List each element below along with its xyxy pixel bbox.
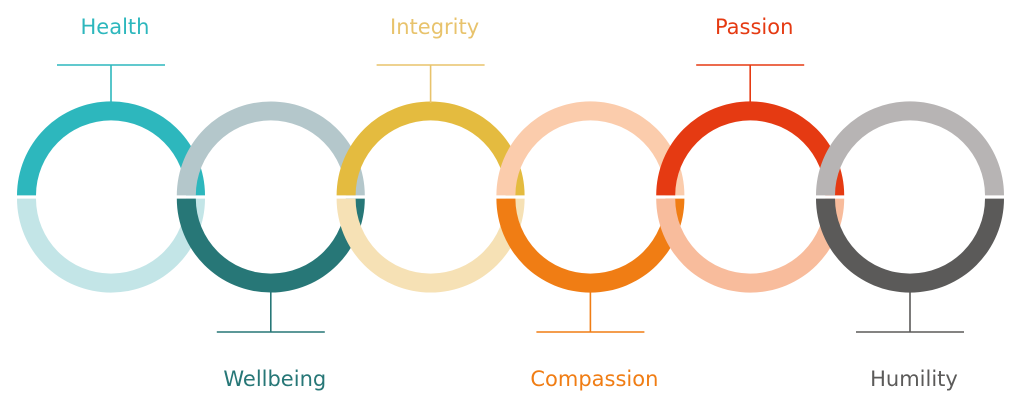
ring-humility-lower-half	[816, 198, 1004, 293]
ring-integrity-lower-half	[336, 198, 525, 293]
label-wellbeing: Wellbeing	[223, 367, 326, 391]
ring-compassion-lower-half	[496, 198, 685, 293]
label-passion: Passion	[715, 15, 793, 39]
ring-health-lower-half	[17, 198, 205, 293]
ring-wellbeing-lower-half	[176, 198, 365, 293]
ring-integrity-upper-half	[336, 101, 525, 196]
label-compassion: Compassion	[530, 367, 658, 391]
ring-passion-lower-half	[656, 198, 845, 293]
ring-health-upper-half	[17, 101, 205, 196]
label-humility: Humility	[870, 367, 958, 391]
ring-compassion-upper-half	[496, 101, 685, 196]
ring-upper-halves	[17, 101, 1004, 196]
ring-wellbeing-upper-half	[176, 101, 365, 196]
label-integrity: Integrity	[390, 15, 479, 39]
label-connectors	[57, 64, 964, 333]
ring-humility-upper-half	[816, 101, 1004, 196]
label-health: Health	[81, 15, 150, 39]
ring-lower-halves	[17, 198, 1004, 293]
ring-passion-upper-half	[656, 101, 845, 196]
